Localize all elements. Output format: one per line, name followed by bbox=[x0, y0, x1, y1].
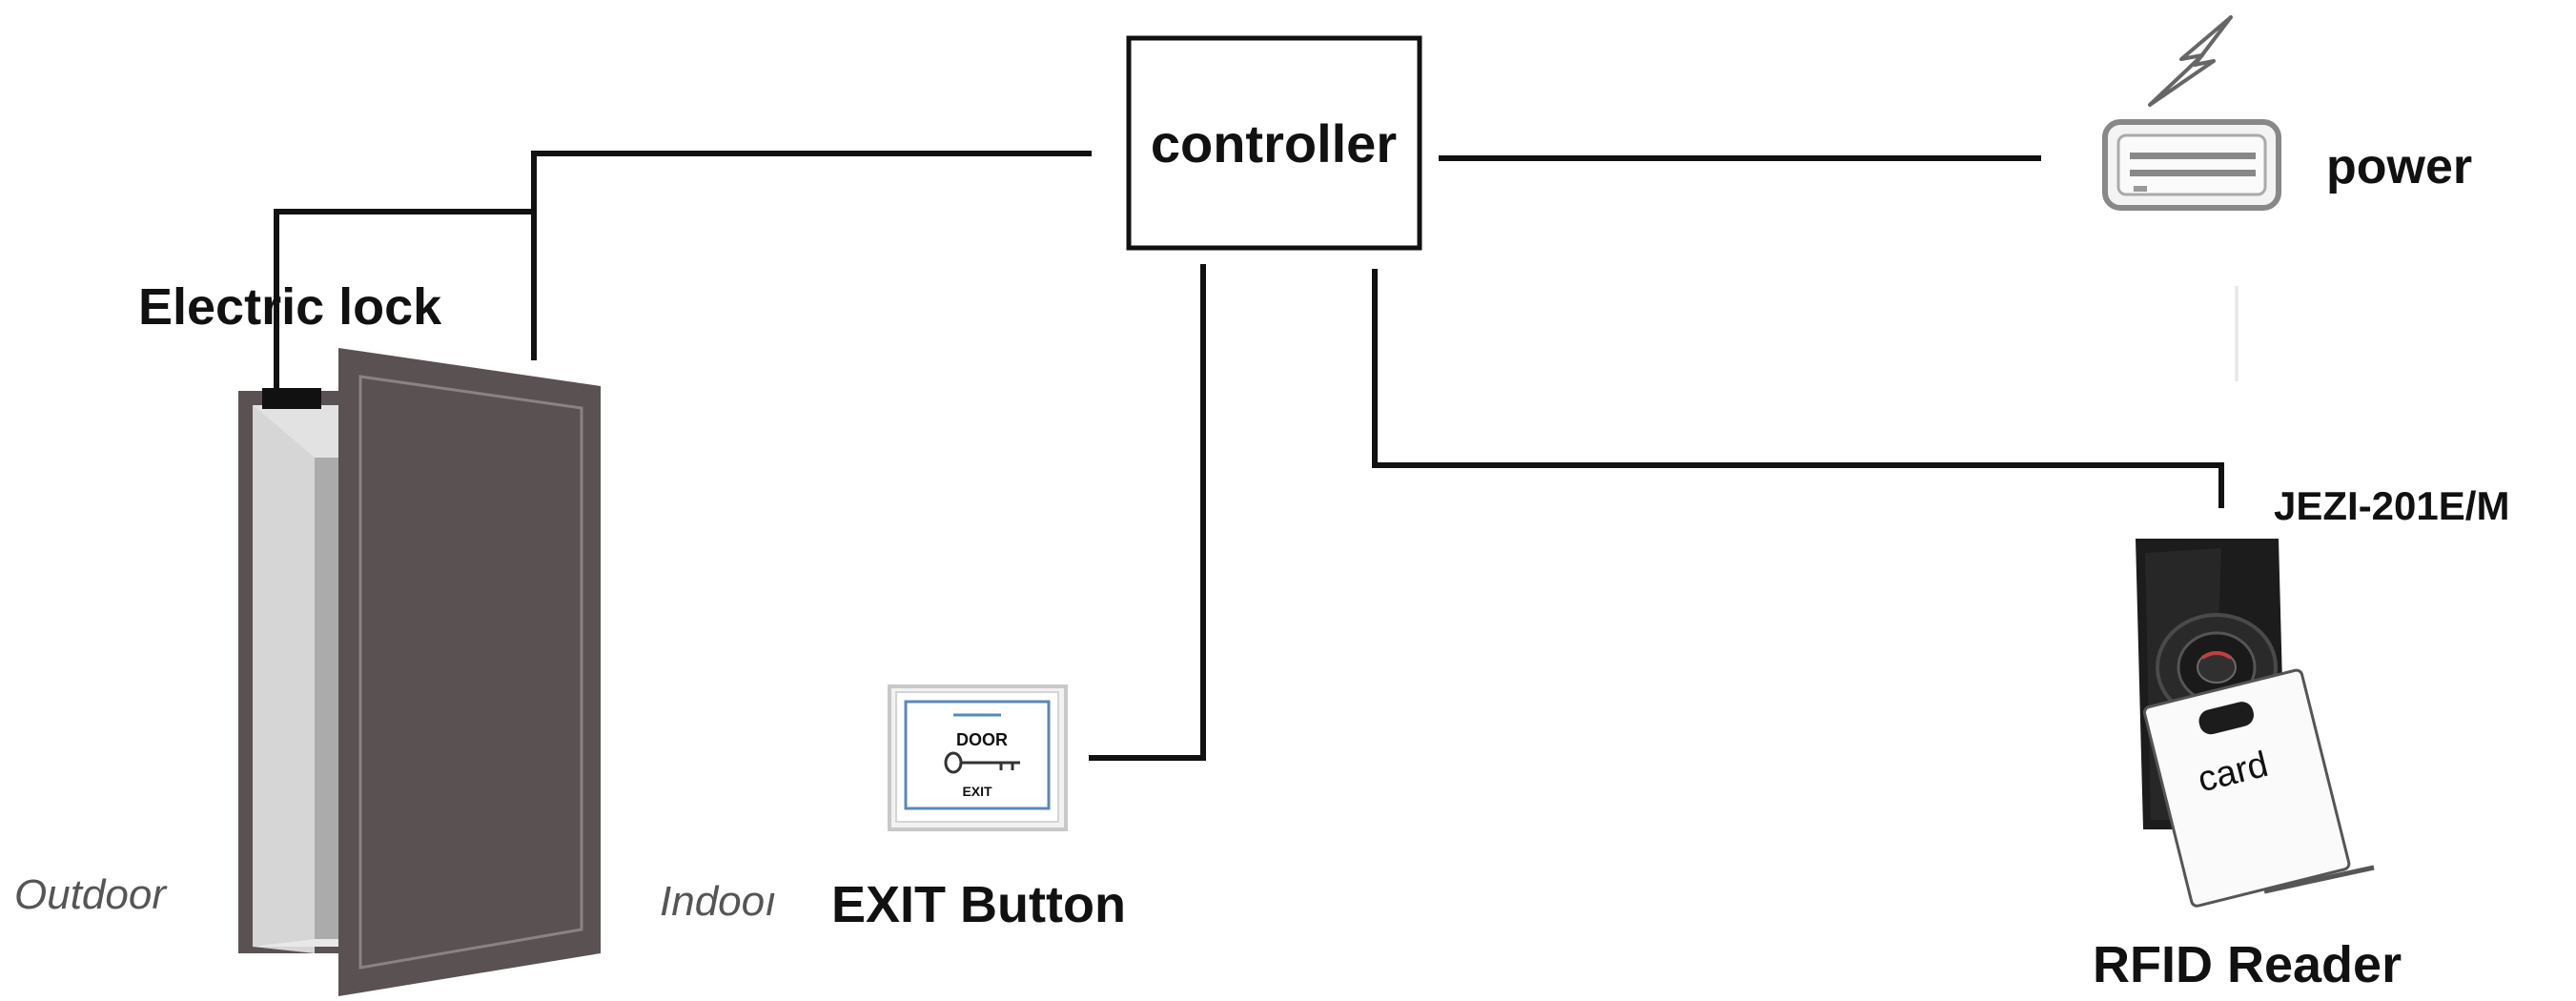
model-label: JEZI-201E/M bbox=[2274, 483, 2509, 528]
indoor-label: Indooı bbox=[660, 878, 776, 925]
controller-box bbox=[1126, 35, 1422, 251]
wire-controller-to-lock bbox=[531, 151, 1092, 360]
exit-button-label: EXIT Button bbox=[831, 876, 1126, 933]
electric-lock-icon bbox=[262, 388, 321, 409]
lightning-icon bbox=[2148, 15, 2233, 107]
electric-lock-label: Electric lock bbox=[138, 278, 442, 336]
outdoor-label: Outdoor bbox=[14, 871, 168, 918]
power-label: power bbox=[2326, 139, 2472, 194]
power-supply-icon bbox=[2102, 15, 2281, 211]
card-icon: card bbox=[2142, 668, 2351, 908]
wire-controller-to-exit bbox=[1089, 264, 1206, 761]
key-icon bbox=[944, 751, 1020, 774]
rfid-reader-label: RFID Reader bbox=[2093, 936, 2402, 993]
door-icon bbox=[238, 348, 601, 996]
controller-label: controller bbox=[1151, 113, 1397, 174]
exit-button-door-text: DOOR bbox=[956, 730, 1008, 749]
wire-lock-branch bbox=[274, 209, 537, 394]
exit-button-icon: DOOR EXIT bbox=[888, 684, 1068, 831]
wire-controller-to-reader bbox=[1372, 269, 2224, 508]
exit-button-exit-text: EXIT bbox=[962, 784, 992, 799]
wires bbox=[274, 151, 2224, 761]
